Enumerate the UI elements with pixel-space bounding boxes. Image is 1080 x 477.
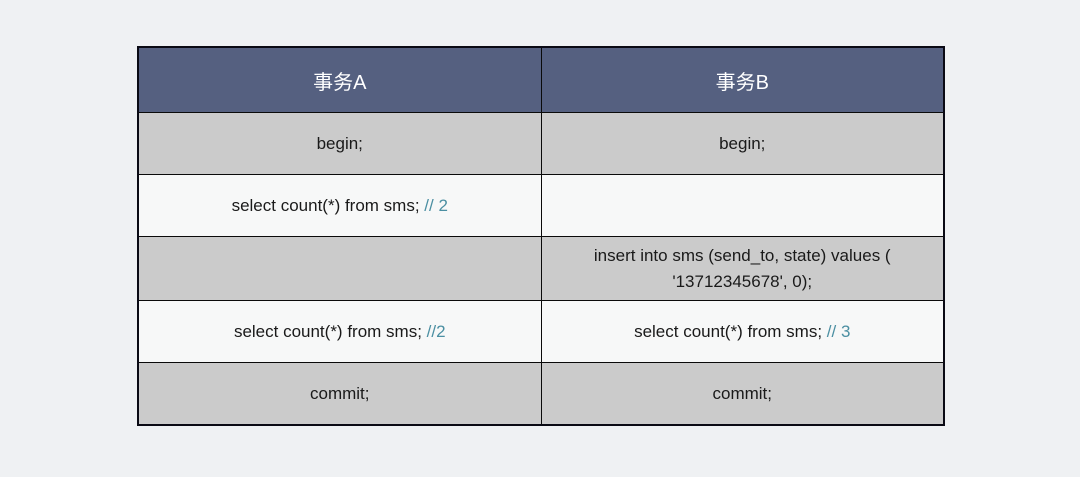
transaction-table-header: 事务A 事务B — [137, 46, 945, 113]
header-cell-transaction-a: 事务A — [137, 46, 542, 113]
sql-statement: commit; — [310, 383, 370, 403]
cell-a-commit: commit; — [137, 362, 542, 426]
cell-b-begin: begin; — [540, 112, 945, 175]
sql-statement: select count(*) from sms; — [634, 321, 827, 341]
table-row-commit: commit; commit; — [137, 362, 945, 426]
cell-b-commit: commit; — [540, 362, 945, 426]
table-row-insert: insert into sms (send_to, state) values … — [137, 236, 945, 301]
cell-a-begin: begin; — [137, 112, 542, 175]
transaction-table: 事务A 事务B begin; begin; select count(*) fr… — [137, 46, 945, 426]
column-label-transaction-a: 事务A — [313, 71, 367, 94]
sql-statement: insert into sms (send_to, state) values … — [593, 246, 891, 291]
header-row: 事务A 事务B — [137, 46, 945, 113]
sql-statement: select count(*) from sms; — [233, 321, 427, 341]
header-cell-transaction-b: 事务B — [540, 46, 945, 113]
sql-comment: // 3 — [826, 321, 851, 341]
sql-comment: //2 — [426, 321, 446, 341]
cell-b-insert: insert into sms (send_to, state) values … — [540, 236, 945, 301]
column-label-transaction-b: 事务B — [715, 71, 769, 94]
transaction-table-body: begin; begin; select count(*) from sms; … — [137, 112, 945, 426]
sql-statement: commit; — [712, 383, 773, 403]
table-row-second-select: select count(*) from sms; //2 select cou… — [137, 300, 945, 363]
sql-statement: begin; — [316, 133, 363, 153]
table-row-first-select: select count(*) from sms; // 2 — [137, 174, 945, 237]
sql-comment: // 2 — [424, 195, 448, 215]
cell-a-select-count-2: select count(*) from sms; // 2 — [137, 174, 542, 237]
table-row-begin: begin; begin; — [137, 112, 945, 175]
cell-b-select-count-3: select count(*) from sms; // 3 — [540, 300, 945, 363]
sql-statement: select count(*) from sms; — [231, 195, 425, 215]
cell-a-empty — [137, 236, 542, 301]
cell-a-select-count-2-again: select count(*) from sms; //2 — [137, 300, 542, 363]
sql-statement: begin; — [719, 133, 766, 153]
cell-b-empty — [540, 174, 945, 237]
